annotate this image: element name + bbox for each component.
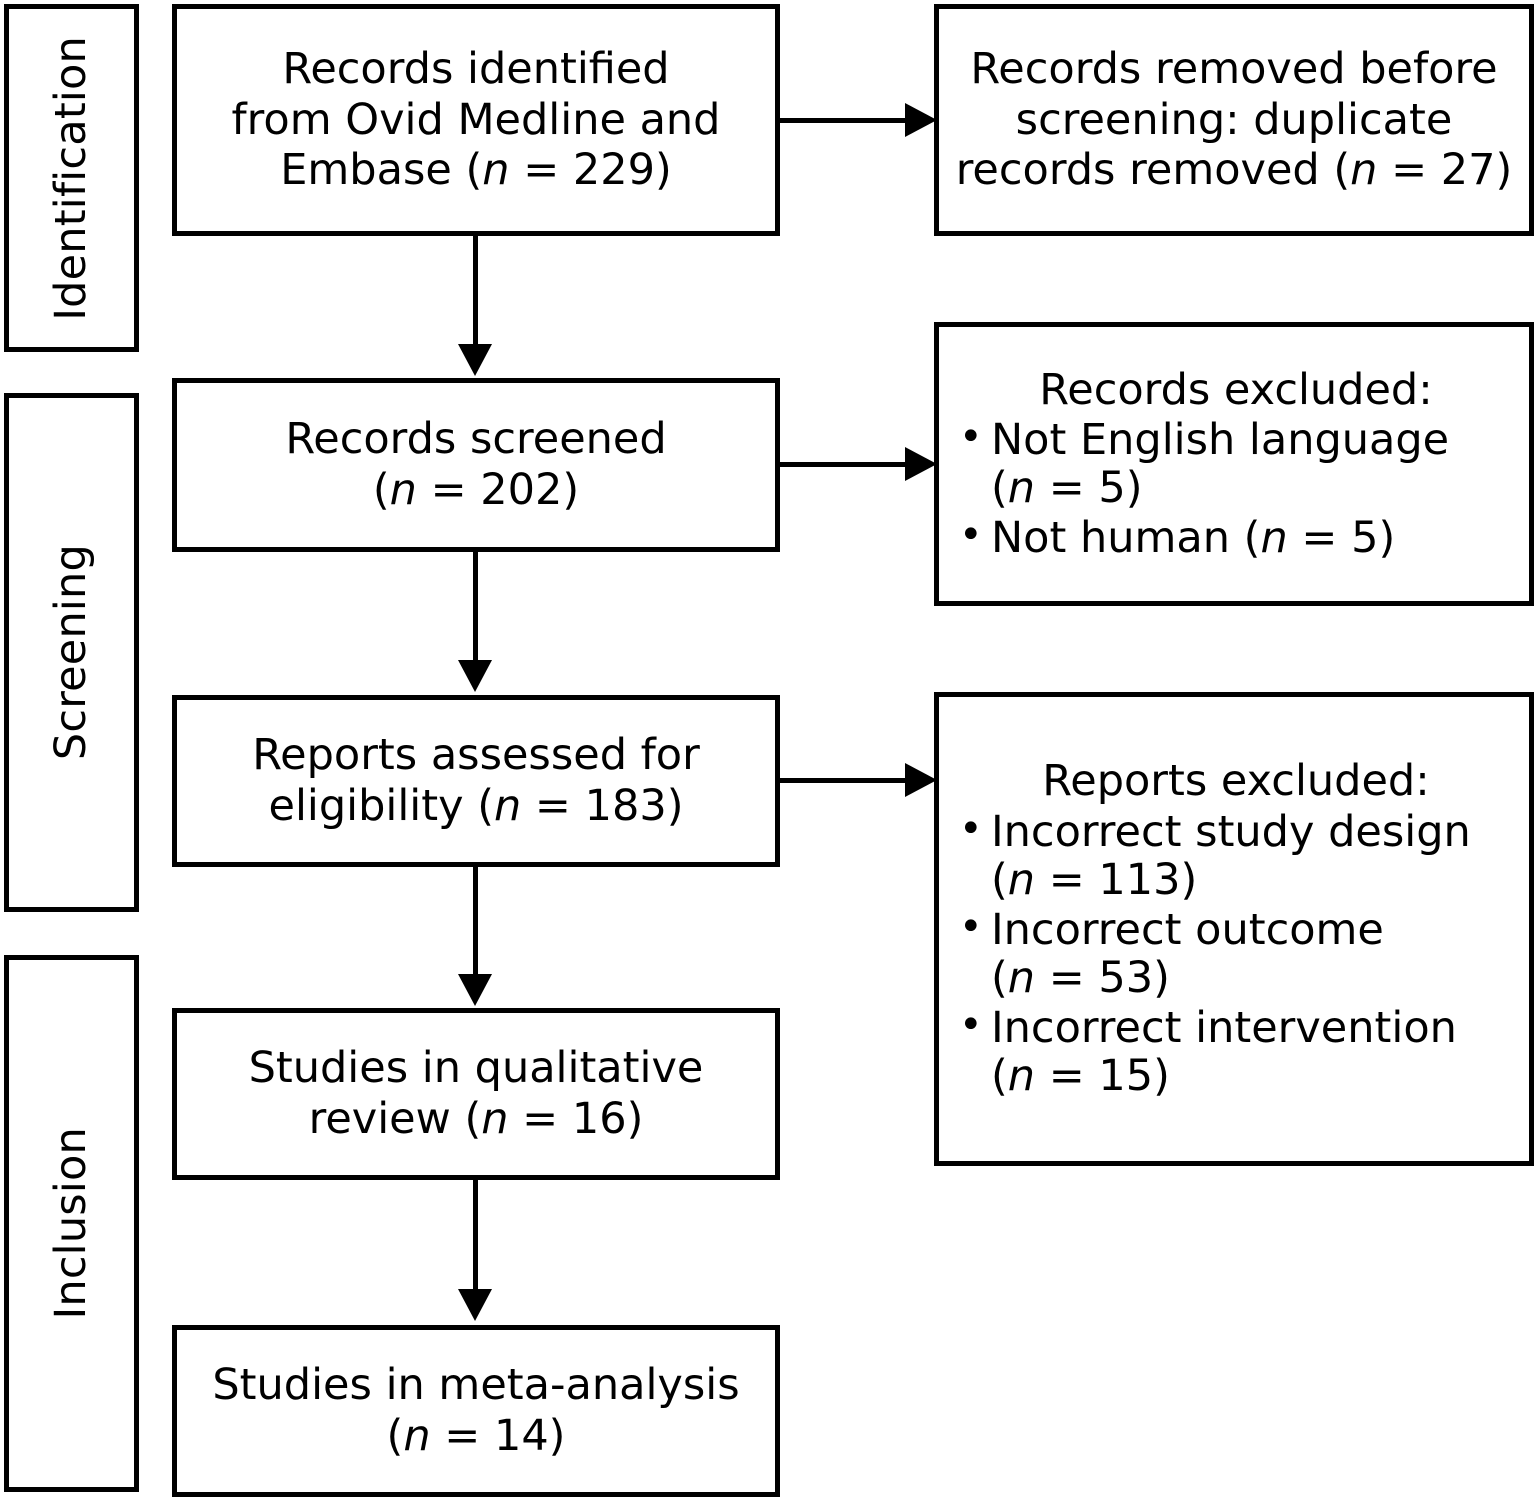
stage-label-inclusion: Inclusion xyxy=(46,1127,96,1320)
item-text: Incorrect outcome xyxy=(991,904,1384,955)
connector-arrow-qualitative-to-meta xyxy=(458,1289,492,1321)
item-count-pre: ( xyxy=(991,463,1008,513)
connector-arrow-screened-to-assessed xyxy=(458,660,492,692)
line-2-italic: n xyxy=(493,781,522,831)
line-1: Studies in meta-analysis xyxy=(212,1360,740,1411)
connector-line-assessed-to-qualitative xyxy=(473,867,478,977)
item-count-italic: n xyxy=(1007,953,1036,1004)
item-count-italic: n xyxy=(1007,854,1036,905)
side-box-reports-excluded: Reports excluded: Incorrect study design… xyxy=(934,692,1534,1166)
line-2-post: = 183) xyxy=(521,781,684,831)
line-2-post: = 202) xyxy=(416,465,580,515)
line-1: Records screened xyxy=(285,414,667,465)
side-box-records-removed: Records removed before screening: duplic… xyxy=(934,4,1534,236)
item-count-italic: n xyxy=(1007,463,1036,513)
flow-box-studies-meta-analysis: Studies in meta-analysis (n = 14) xyxy=(172,1325,780,1497)
item-text: Not English language xyxy=(991,414,1450,465)
item-text-italic: n xyxy=(1260,513,1288,564)
line-2-pre: ( xyxy=(386,1411,404,1461)
line-2-italic: n xyxy=(403,1411,431,1461)
item-text: Incorrect study design xyxy=(991,806,1471,857)
connector-line-qualitative-to-meta xyxy=(473,1180,478,1292)
list-item: Incorrect intervention (n = 15) xyxy=(953,1003,1519,1102)
flow-box-records-screened-text: Records screened (n = 202) xyxy=(275,414,676,515)
item-count-pre: ( xyxy=(991,953,1008,1004)
line-2-italic: n xyxy=(389,465,417,515)
line-2: screening: duplicate xyxy=(1015,94,1453,145)
connector-line-screened-to-excluded xyxy=(780,462,910,467)
stage-label-identification: Identification xyxy=(46,35,96,321)
side-box-records-excluded-title: Records excluded: xyxy=(1039,364,1433,415)
connector-line-identified-to-removed xyxy=(780,118,910,123)
flow-box-records-identified: Records identified from Ovid Medline and… xyxy=(172,4,780,236)
item-count-post: = 113) xyxy=(1035,854,1198,905)
stage-box-inclusion: Inclusion xyxy=(4,955,139,1492)
flow-box-records-identified-text: Records identified from Ovid Medline and… xyxy=(222,44,731,196)
list-item: Not English language (n = 5) xyxy=(953,414,1519,513)
list-item: Incorrect outcome (n = 53) xyxy=(953,904,1519,1004)
item-text-pre: Not human ( xyxy=(991,513,1261,564)
connector-line-identified-to-screened xyxy=(473,236,478,348)
line-2-pre: ( xyxy=(372,465,390,515)
stage-label-screening: Screening xyxy=(46,544,96,761)
line-1: Studies in qualitative xyxy=(248,1043,704,1094)
line-3-post: = 229) xyxy=(509,145,672,196)
line-3-italic: n xyxy=(1350,145,1378,196)
item-count-post: = 5) xyxy=(1035,463,1143,513)
connector-arrow-screened-to-excluded xyxy=(905,447,937,481)
flow-box-reports-assessed-text: Reports assessed for eligibility (n = 18… xyxy=(242,730,710,831)
connector-arrow-identified-to-removed xyxy=(905,103,937,137)
line-3-post: = 27) xyxy=(1377,145,1513,196)
line-2-pre: review ( xyxy=(308,1094,482,1144)
connector-line-assessed-to-excluded xyxy=(780,778,910,783)
list-item: Not human (n = 5) xyxy=(953,513,1519,564)
line-2-pre: eligibility ( xyxy=(268,781,494,831)
connector-arrow-assessed-to-qualitative xyxy=(458,974,492,1006)
flow-box-studies-meta-analysis-text: Studies in meta-analysis (n = 14) xyxy=(202,1360,749,1461)
flow-box-reports-assessed: Reports assessed for eligibility (n = 18… xyxy=(172,695,780,867)
stage-box-screening: Screening xyxy=(4,393,139,912)
line-3-pre: Embase ( xyxy=(280,145,483,196)
flow-box-studies-qualitative-text: Studies in qualitative review (n = 16) xyxy=(239,1043,714,1144)
line-3-italic: n xyxy=(482,145,510,196)
connector-arrow-identified-to-screened xyxy=(458,344,492,376)
line-1: Reports assessed for xyxy=(252,730,700,781)
item-count-italic: n xyxy=(1007,1051,1036,1102)
reports-excluded-list: Incorrect study design (n = 113) Incorre… xyxy=(953,806,1519,1101)
side-box-records-excluded: Records excluded: Not English language (… xyxy=(934,322,1534,606)
connector-arrow-assessed-to-excluded xyxy=(905,763,937,797)
line-1: Records removed before xyxy=(970,43,1498,94)
item-text: Incorrect intervention xyxy=(991,1003,1457,1054)
line-2-post: = 14) xyxy=(430,1411,566,1461)
item-count-post: = 15) xyxy=(1035,1051,1170,1102)
line-2: from Ovid Medline and xyxy=(231,94,721,145)
connector-line-screened-to-assessed xyxy=(473,552,478,663)
item-count-post: = 53) xyxy=(1035,953,1170,1004)
item-count-pre: ( xyxy=(991,854,1008,905)
stage-box-identification: Identification xyxy=(4,4,139,352)
line-2-post: = 16) xyxy=(508,1094,644,1144)
flow-box-records-screened: Records screened (n = 202) xyxy=(172,378,780,552)
list-item: Incorrect study design (n = 113) xyxy=(953,806,1519,905)
records-excluded-list: Not English language (n = 5) Not human (… xyxy=(953,414,1519,562)
item-text-post: = 5) xyxy=(1287,513,1396,564)
line-3-pre: records removed ( xyxy=(955,145,1351,196)
side-box-reports-excluded-title: Reports excluded: xyxy=(1042,756,1430,807)
line-1: Records identified xyxy=(282,43,670,94)
side-box-records-removed-text: Records removed before screening: duplic… xyxy=(946,44,1523,196)
flow-box-studies-qualitative: Studies in qualitative review (n = 16) xyxy=(172,1008,780,1180)
item-count-pre: ( xyxy=(991,1051,1008,1102)
line-2-italic: n xyxy=(481,1094,509,1144)
